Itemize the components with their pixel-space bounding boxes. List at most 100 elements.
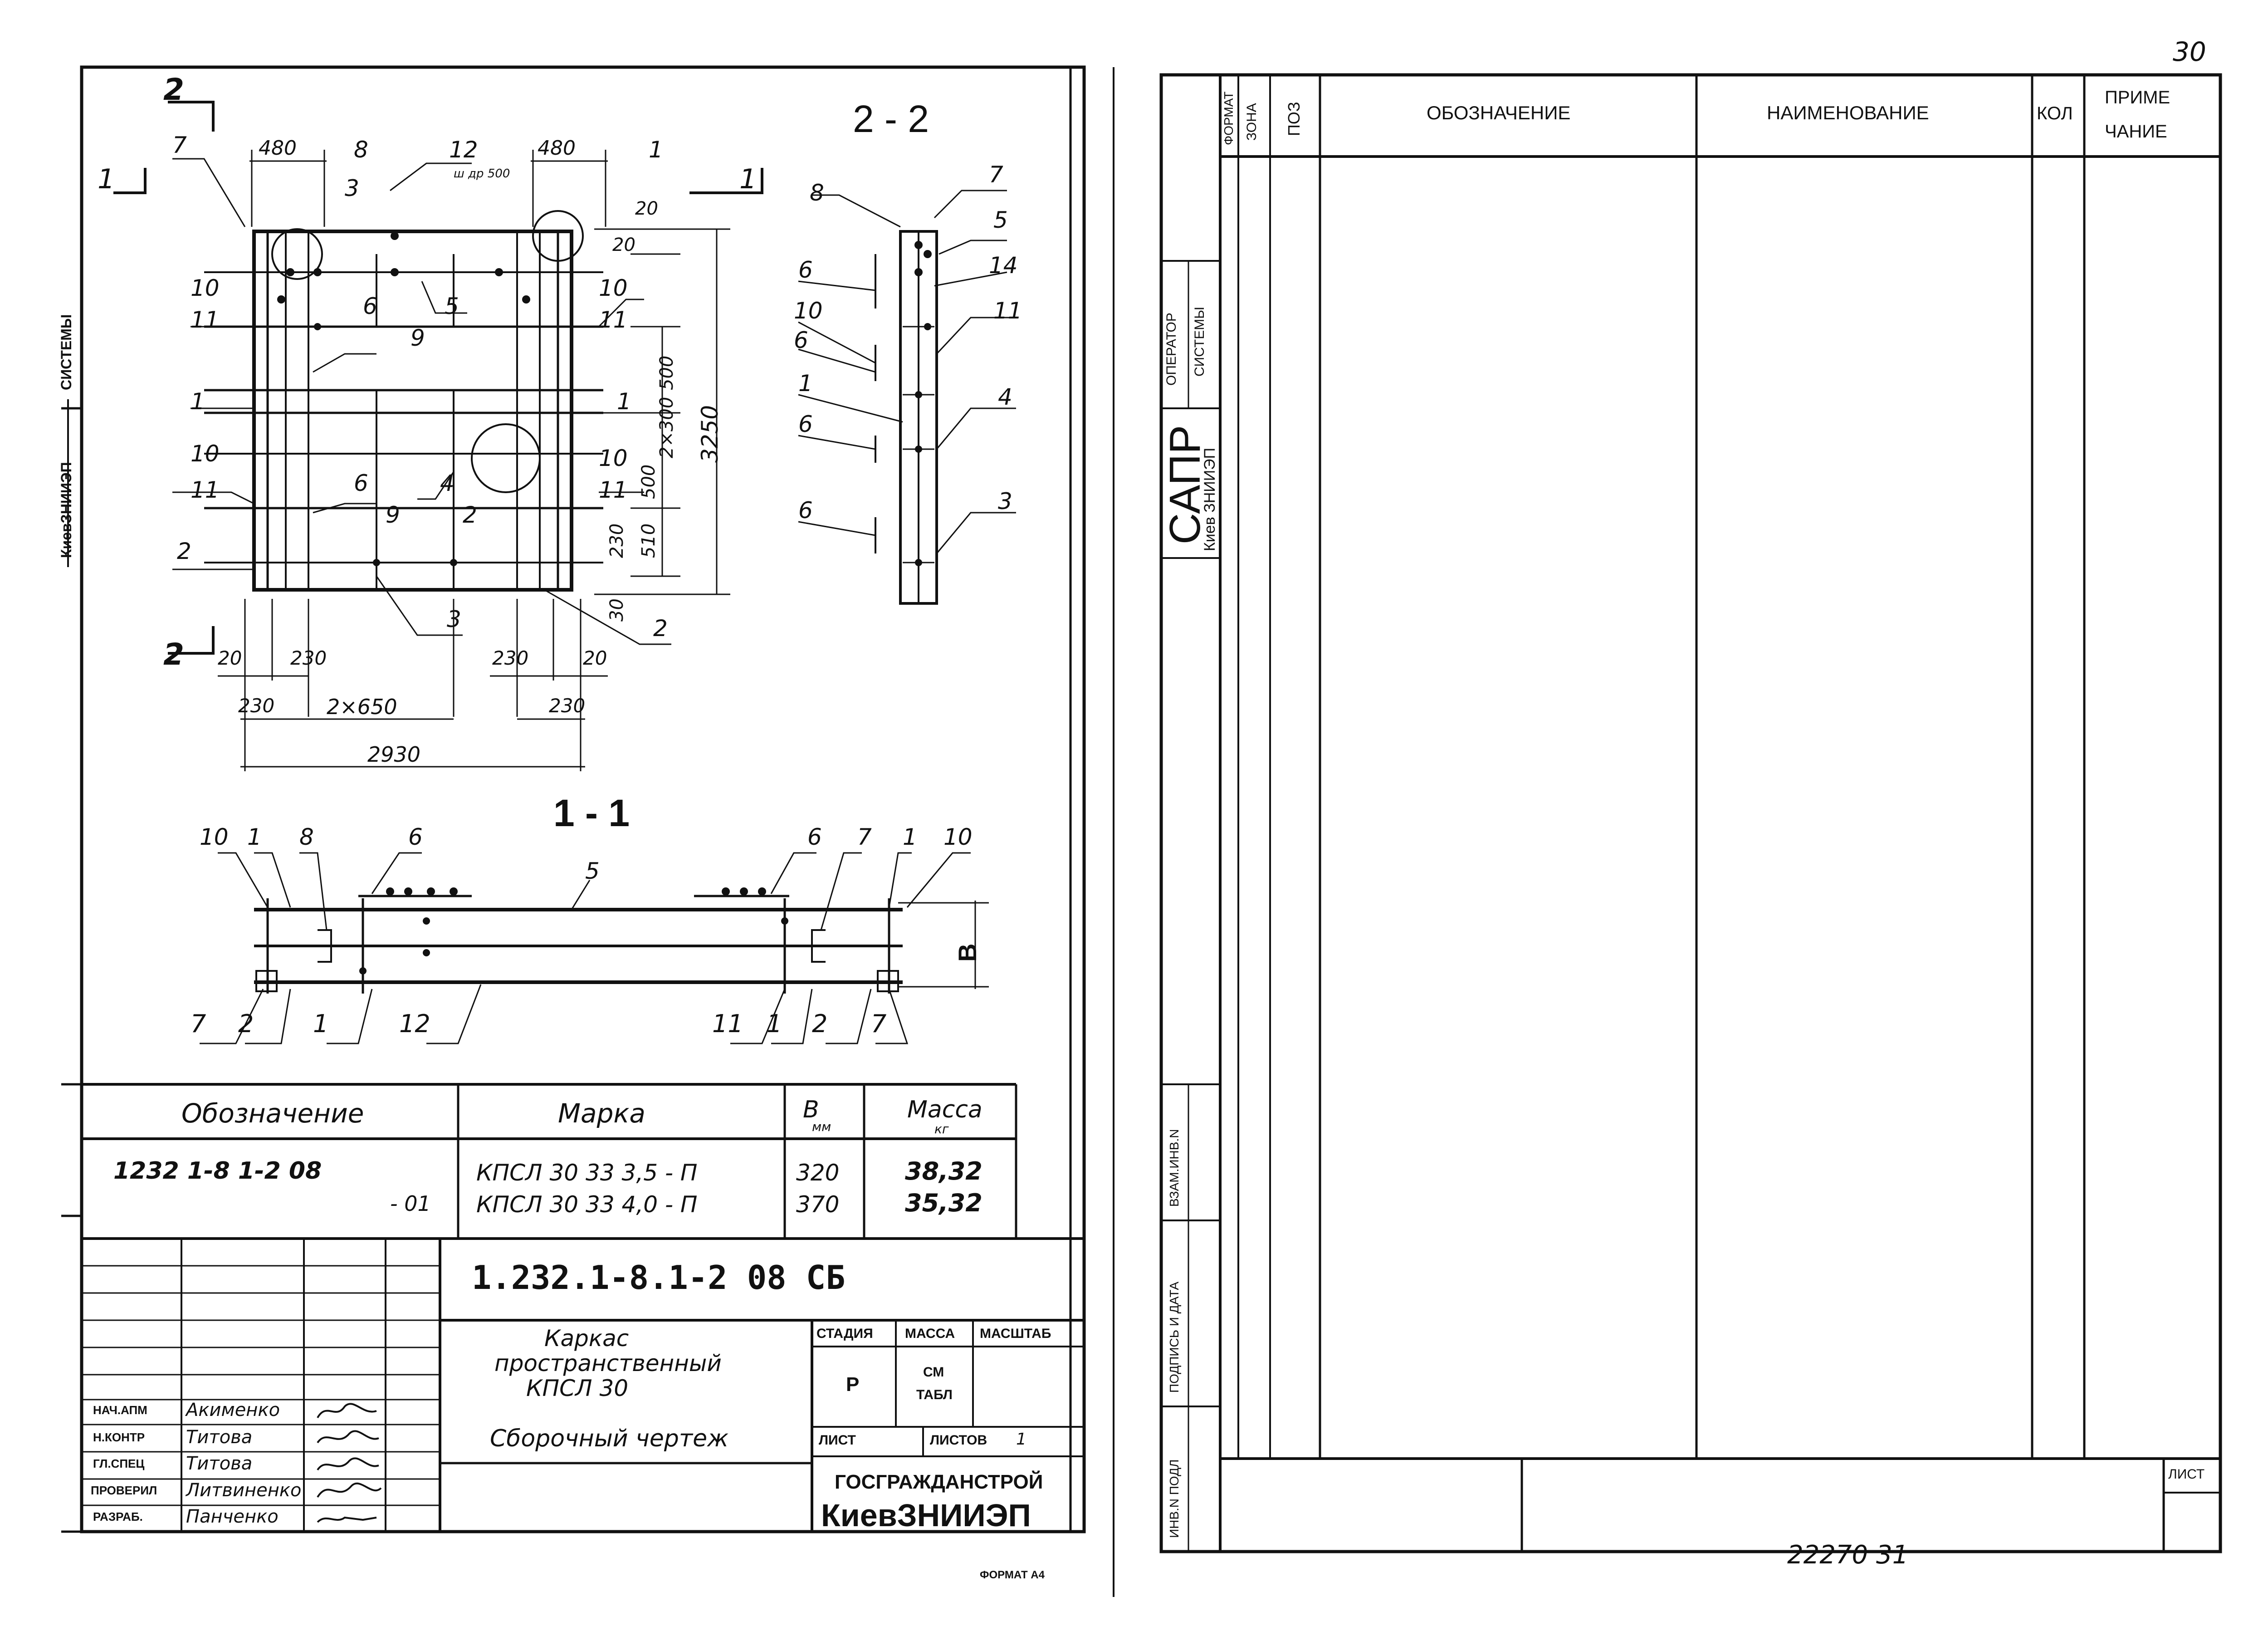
header-mass: Масса — [907, 1096, 982, 1123]
position-label: 2 — [653, 615, 668, 642]
header-pos: ПОЗ — [1285, 102, 1303, 136]
position-label: 6 — [798, 497, 813, 524]
side-label-signature: ПОДПИСЬ И ДАТА — [1167, 1281, 1181, 1393]
position-label: 10 — [599, 445, 628, 471]
section-mark: 2 — [163, 72, 184, 107]
header-b: В — [803, 1096, 819, 1123]
sheets-label: ЛИСТОВ — [930, 1433, 987, 1448]
signer-name: Титова — [186, 1427, 253, 1448]
signer-role: ПРОВЕРИЛ — [91, 1484, 157, 1497]
side-label-operator: ОПЕРАТОР — [1164, 313, 1179, 386]
header-format: ФОРМАТ — [1222, 91, 1236, 145]
position-label: 3 — [998, 488, 1012, 514]
position-label: 6 — [807, 824, 822, 850]
dim-label: 230 — [238, 695, 275, 717]
position-label: 10 — [191, 275, 220, 301]
signer-name: Титова — [186, 1453, 253, 1474]
position-label: 1 — [798, 370, 813, 397]
dim-label: 230 — [549, 695, 586, 717]
side-label-sapr: САПР — [1161, 425, 1209, 544]
scale-label: МАСШТАБ — [980, 1326, 1051, 1341]
position-label: 1 — [191, 388, 205, 415]
side-label-replace: ВЗАМ.ИНВ.N — [1167, 1129, 1181, 1207]
sheet-label: ЛИСТ — [2168, 1467, 2205, 1482]
position-label: 5 — [993, 207, 1008, 233]
position-label: 5 — [585, 858, 600, 884]
header-qty: КОЛ — [2037, 103, 2073, 123]
dim-label: 20 — [635, 198, 658, 219]
rebar-spacing: ш др 500 — [454, 167, 510, 181]
header-note: ПРИМЕ — [2105, 88, 2170, 108]
header-mass-unit: кг — [934, 1122, 949, 1136]
position-label: 2 — [238, 1009, 254, 1038]
position-label: 10 — [943, 824, 973, 850]
header-designation: ОБОЗНАЧЕНИЕ — [1427, 102, 1571, 123]
stage-value: Р — [846, 1373, 860, 1396]
position-label: 10 — [200, 824, 229, 850]
mass-label: МАССА — [905, 1326, 955, 1341]
section-mark: 1 — [739, 163, 757, 195]
table-cell: 35,32 — [905, 1189, 982, 1217]
position-label: 11 — [712, 1009, 743, 1038]
position-label: 1 — [903, 824, 917, 850]
position-label: 6 — [798, 257, 813, 283]
dim-label: 230 — [492, 647, 529, 669]
position-label: 1 — [617, 388, 631, 415]
position-label: 3 — [447, 606, 461, 632]
sheet-label: ЛИСТ — [819, 1433, 856, 1448]
dim-label: 2930 — [367, 742, 421, 767]
doc-type: Сборочный чертеж — [490, 1425, 728, 1452]
dim-label: 480 — [259, 137, 297, 160]
position-label: 8 — [354, 137, 368, 163]
stage-label: СТАДИЯ — [816, 1326, 873, 1341]
footer-code: 22270 31 — [1787, 1540, 1909, 1570]
dim-label: 20 — [583, 647, 607, 669]
side-label-inv: ИНВ.N ПОДЛ — [1167, 1459, 1181, 1538]
table-cell: 320 — [796, 1160, 840, 1186]
header-note: ЧАНИЕ — [2105, 122, 2167, 142]
position-label: 6 — [363, 293, 377, 319]
signer-name: Акименко — [186, 1400, 280, 1420]
side-label-institute: Киев ЗНИИЭП — [1201, 447, 1218, 551]
signer-role: РАЗРАБ. — [93, 1510, 143, 1523]
position-label: 6 — [798, 411, 813, 437]
position-label: 7 — [172, 132, 187, 158]
side-label-systems: СИСТЕМЫ — [1192, 307, 1207, 377]
position-label: 2 — [463, 502, 477, 528]
table-cell: - 01 — [390, 1191, 431, 1216]
format-note: ФОРМАТ А4 — [980, 1569, 1045, 1581]
table-cell: КПСЛ 30 33 4,0 - П — [476, 1191, 698, 1218]
position-label: 5 — [445, 293, 459, 319]
dim-label: 230 — [290, 647, 327, 669]
position-label: 1 — [313, 1009, 329, 1038]
doc-name-line: КПСЛ 30 — [526, 1375, 629, 1401]
position-label: 9 — [411, 325, 425, 351]
sheets-value: 1 — [1016, 1430, 1026, 1449]
signer-role: Н.КОНТР — [93, 1430, 145, 1444]
signer-role: ГЛ.СПЕЦ — [93, 1457, 145, 1470]
header-name: НАИМЕНОВАНИЕ — [1767, 102, 1929, 123]
signer-name: Литвиненко — [186, 1480, 302, 1501]
dim-label: 20 — [612, 235, 635, 255]
org-name: ГОСГРАЖДАНСТРОЙ — [835, 1471, 1043, 1493]
doc-name-line: Каркас — [544, 1325, 629, 1352]
signer-role: НАЧ.АПМ — [93, 1403, 147, 1417]
table-cell: 38,32 — [905, 1157, 982, 1185]
dim-label: 20 — [218, 647, 242, 669]
table-cell: КПСЛ 30 33 3,5 - П — [476, 1160, 698, 1186]
position-label: 10 — [599, 275, 628, 301]
header-designation: Обозначение — [181, 1098, 364, 1129]
position-label: 3 — [345, 175, 359, 201]
mass-value: ТАБЛ — [916, 1387, 953, 1402]
position-label: 9 — [386, 502, 400, 528]
position-label: 7 — [989, 162, 1003, 188]
position-label: 10 — [794, 298, 823, 324]
section-title: 1 - 1 — [553, 792, 630, 834]
position-label: 10 — [191, 441, 220, 467]
position-label: 6 — [794, 327, 808, 353]
mass-value: СМ — [923, 1365, 944, 1380]
dim-label: 480 — [538, 137, 576, 160]
org-institute: КиевЗНИИЭП — [821, 1498, 1031, 1533]
